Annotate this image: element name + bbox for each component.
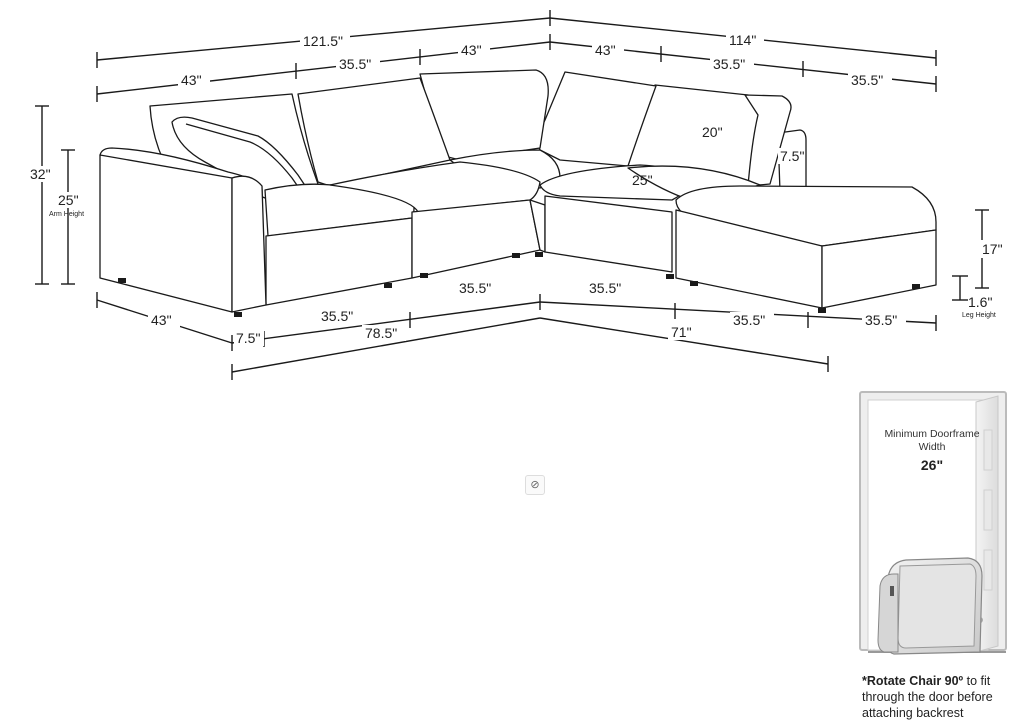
dimension-labels: 121.5" 114" 43" 35.5" 43" 43" 35.5" 35.5… [28, 32, 1006, 346]
door-note-emphasis: *Rotate Chair 90º [862, 674, 964, 688]
dim-height-total: 32" [30, 166, 51, 182]
dim-bottom-arm: 7.5" [236, 330, 260, 346]
dim-bottom-right-a: 35.5" [589, 280, 621, 296]
dim-ottoman-height: 17" [982, 241, 1003, 257]
dim-top-right-total: 114" [729, 32, 756, 48]
dim-bottom-right-c: 35.5" [865, 312, 897, 328]
dim-top-right-a: 43" [595, 42, 616, 58]
dim-leg-height: 1.6" [968, 294, 992, 310]
sectional-sofa [99, 69, 937, 317]
door-note: *Rotate Chair 90º to fit through the doo… [862, 673, 1022, 721]
dim-top-left-total: 121.5" [303, 33, 343, 49]
dim-seat-depth: 25" [632, 172, 653, 188]
height-dimension-lines [35, 105, 75, 285]
dim-arm-width-right: 7.5" [780, 148, 804, 164]
doorframe-illustration [859, 391, 1007, 655]
door-title: Minimum Doorframe Width [884, 428, 980, 453]
dim-top-left-a: 43" [181, 72, 202, 88]
dim-top-left-c: 43" [461, 42, 482, 58]
leg-height-label: Leg Height [962, 312, 996, 319]
dim-bottom-right-total: 71" [671, 324, 692, 340]
dim-bottom-left-depth: 43" [151, 312, 172, 328]
rotated-chair-icon [877, 557, 983, 655]
door-note-text: to fit through the door before attaching… [862, 674, 993, 720]
dim-back-height: 20" [702, 124, 723, 140]
dim-top-right-c: 35.5" [851, 72, 883, 88]
dim-top-left-b: 35.5" [339, 56, 371, 72]
dim-bottom-left-total: 78.5" [365, 325, 397, 341]
dim-bottom-seat-a: 35.5" [321, 308, 353, 324]
arm-height-label: Arm Height [49, 211, 84, 218]
dim-bottom-right-b: 35.5" [733, 312, 765, 328]
dim-arm-height: 25" [58, 192, 79, 208]
door-width-value: 26" [920, 457, 944, 473]
dim-bottom-seat-b: 35.5" [459, 280, 491, 296]
dim-top-right-b: 35.5" [713, 56, 745, 72]
no-image-icon: ⊘ [525, 475, 545, 495]
